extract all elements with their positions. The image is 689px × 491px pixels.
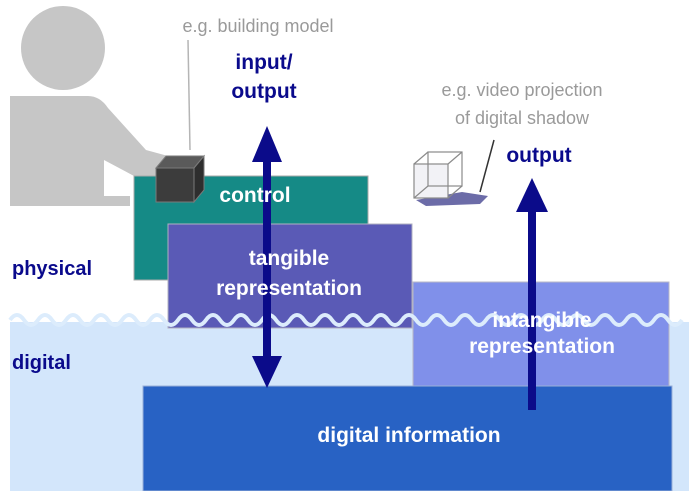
digital-shadow-projection bbox=[416, 192, 488, 206]
tangible-line2: representation bbox=[216, 277, 362, 300]
digital-label: digital bbox=[12, 352, 71, 374]
output-arrow bbox=[516, 178, 548, 410]
intangible-box bbox=[412, 281, 670, 389]
building-example-label: e.g. building model bbox=[182, 16, 334, 36]
physical-label: physical bbox=[12, 258, 93, 280]
input-output-label: input/ output bbox=[214, 48, 314, 106]
building-model-cube bbox=[154, 154, 206, 204]
intangible-representation-label: intangible representation bbox=[424, 308, 660, 360]
video-example-line1: e.g. video projection bbox=[441, 80, 603, 100]
water-surface-wave bbox=[8, 313, 684, 327]
wireframe-cube-icon bbox=[413, 151, 463, 199]
tangible-box bbox=[167, 223, 413, 329]
person-silhouette bbox=[10, 6, 168, 206]
intangible-line1: intangible bbox=[492, 309, 592, 332]
intangible-line2: representation bbox=[469, 335, 615, 358]
video-example-label: e.g. video projection of digital shadow bbox=[404, 76, 640, 132]
control-label: control bbox=[219, 184, 291, 207]
output-label: output bbox=[506, 144, 572, 167]
digital-information-label: digital information bbox=[317, 424, 501, 447]
building-pointer-line bbox=[187, 39, 191, 151]
digital-information-box bbox=[142, 385, 673, 491]
tangible-representation-label: tangible representation bbox=[180, 244, 398, 304]
tangible-line1: tangible bbox=[248, 247, 330, 270]
input-output-line1: input/ bbox=[235, 51, 293, 74]
input-output-line2: output bbox=[231, 80, 297, 103]
input-output-double-arrow bbox=[252, 126, 282, 388]
video-example-line2: of digital shadow bbox=[454, 108, 590, 128]
video-pointer-line bbox=[479, 139, 495, 193]
